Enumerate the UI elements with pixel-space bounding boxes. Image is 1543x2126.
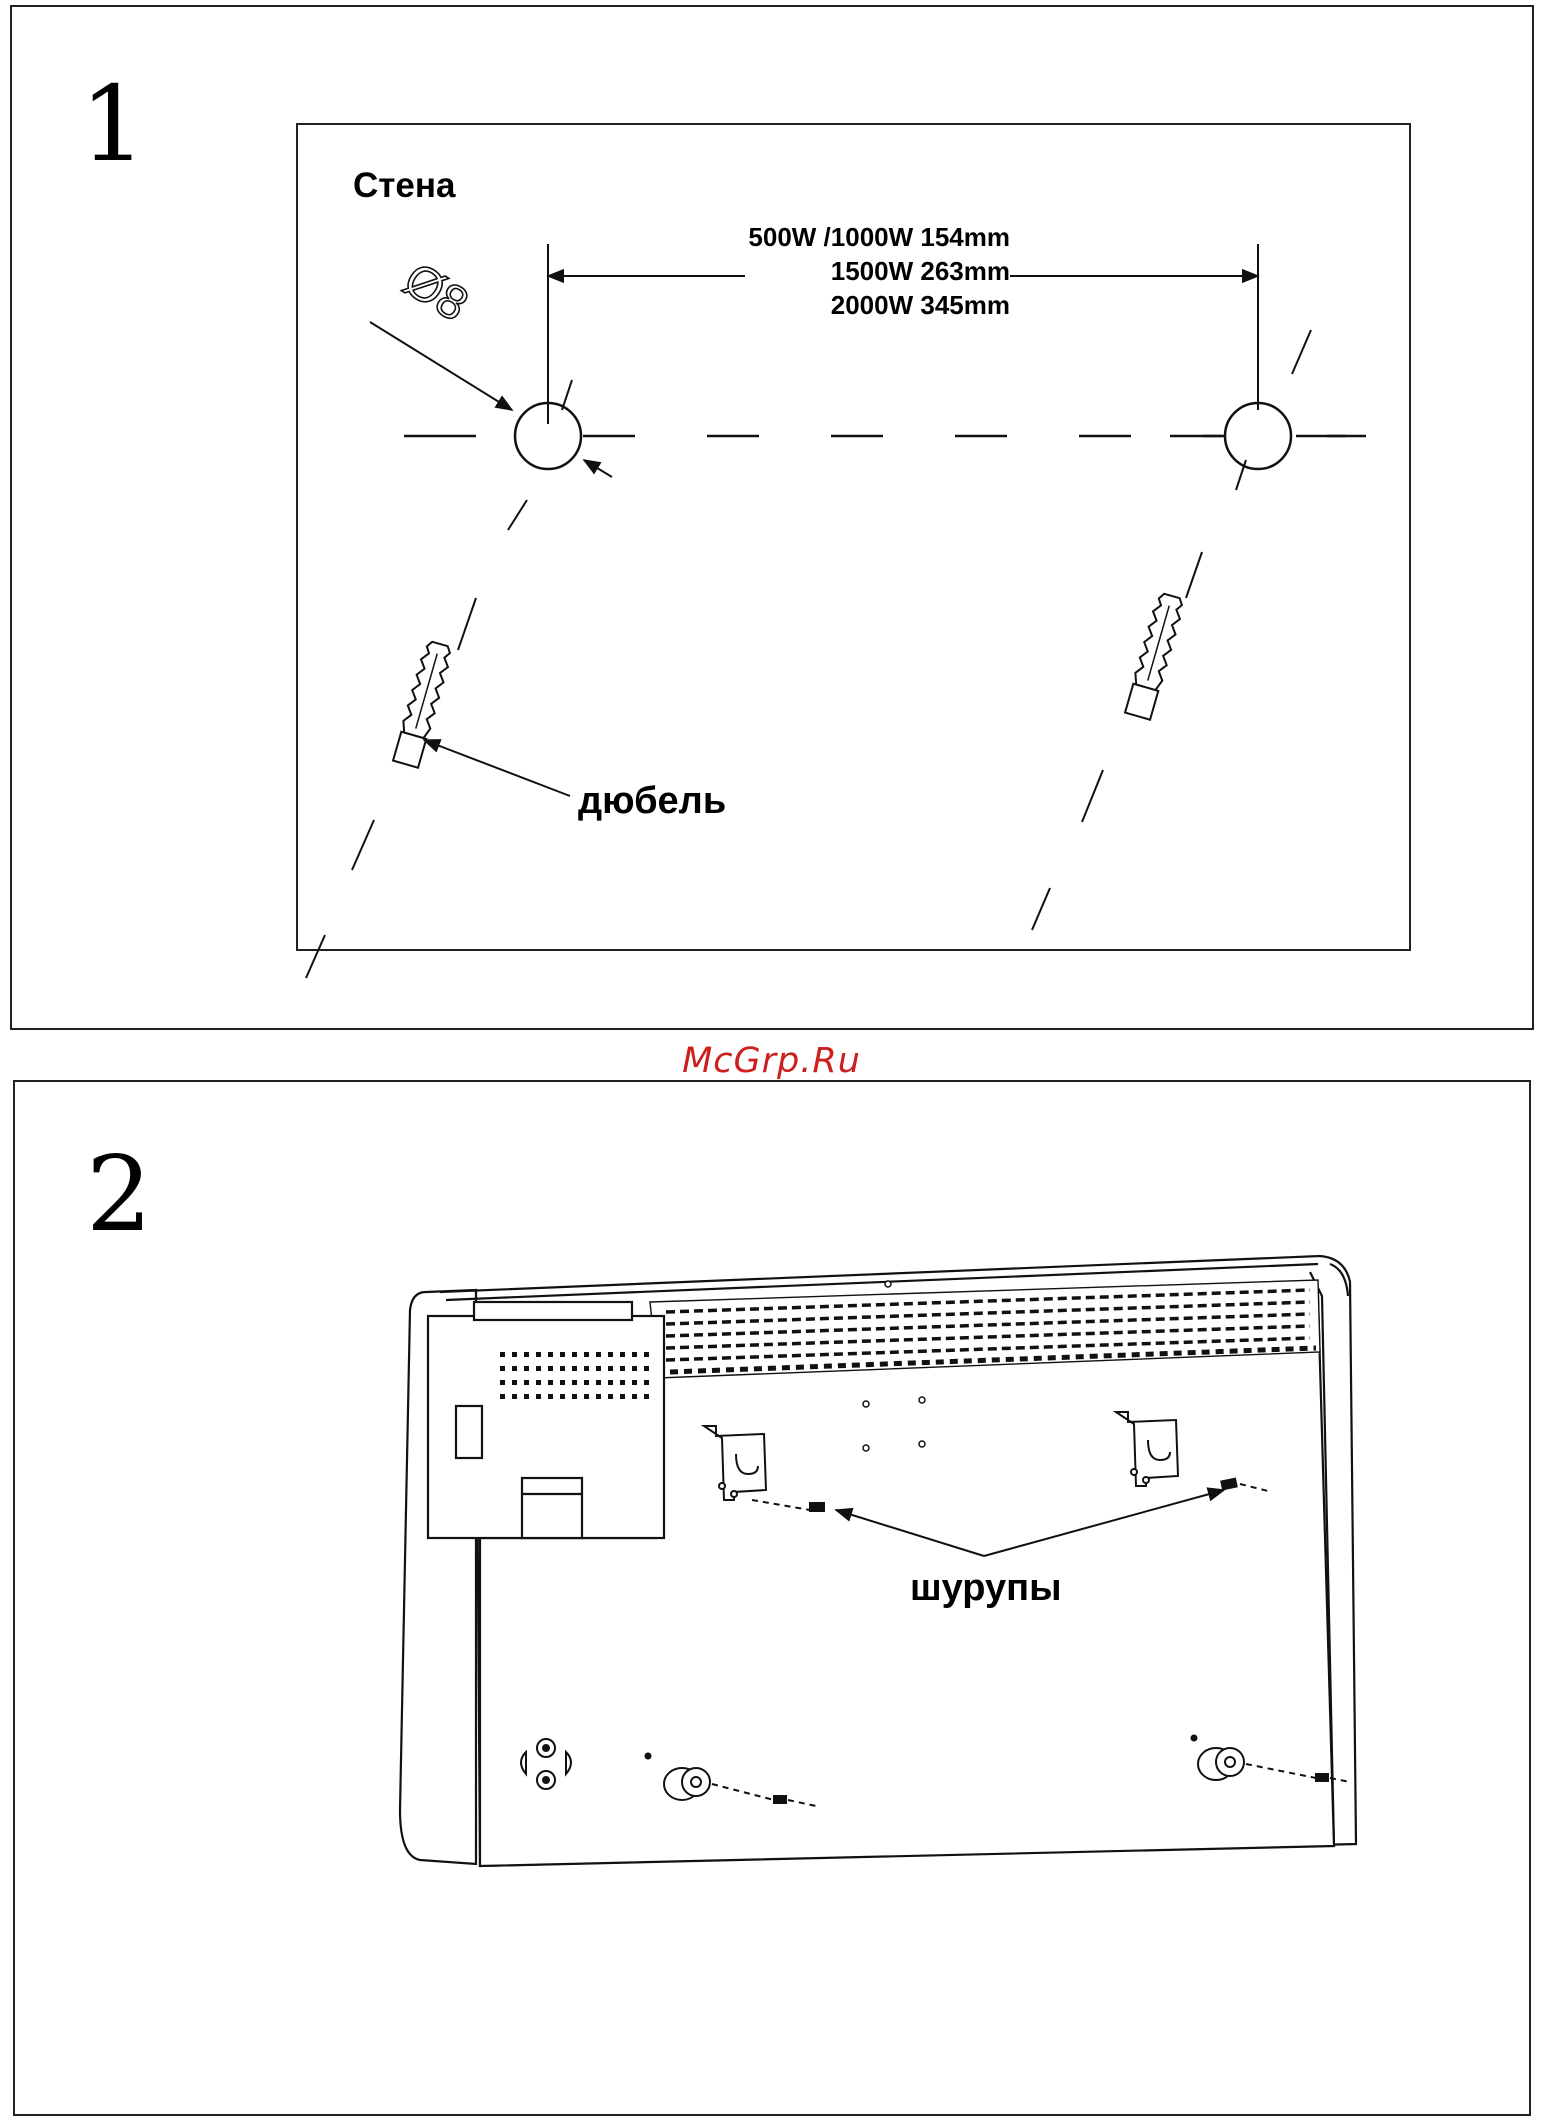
distance-label-1500w: 1500W 263mm <box>640 254 1010 288</box>
hole-diameter-label: Ø8 <box>395 253 477 332</box>
control-box <box>428 1302 664 1538</box>
screws-label: шурупы <box>910 1567 1062 1610</box>
distance-labels: 500W /1000W 154mm 1500W 263mm 2000W 345m… <box>640 220 1010 322</box>
distance-label-2000w: 2000W 345mm <box>640 288 1010 322</box>
dowel-right <box>1124 592 1185 720</box>
distance-label-500-1000w: 500W /1000W 154mm <box>640 220 1010 254</box>
dowel-leader <box>424 740 570 796</box>
dowel-label: дюбель <box>578 780 726 823</box>
drill-hole-right <box>1225 403 1291 469</box>
wall-label: Стена <box>353 166 456 206</box>
